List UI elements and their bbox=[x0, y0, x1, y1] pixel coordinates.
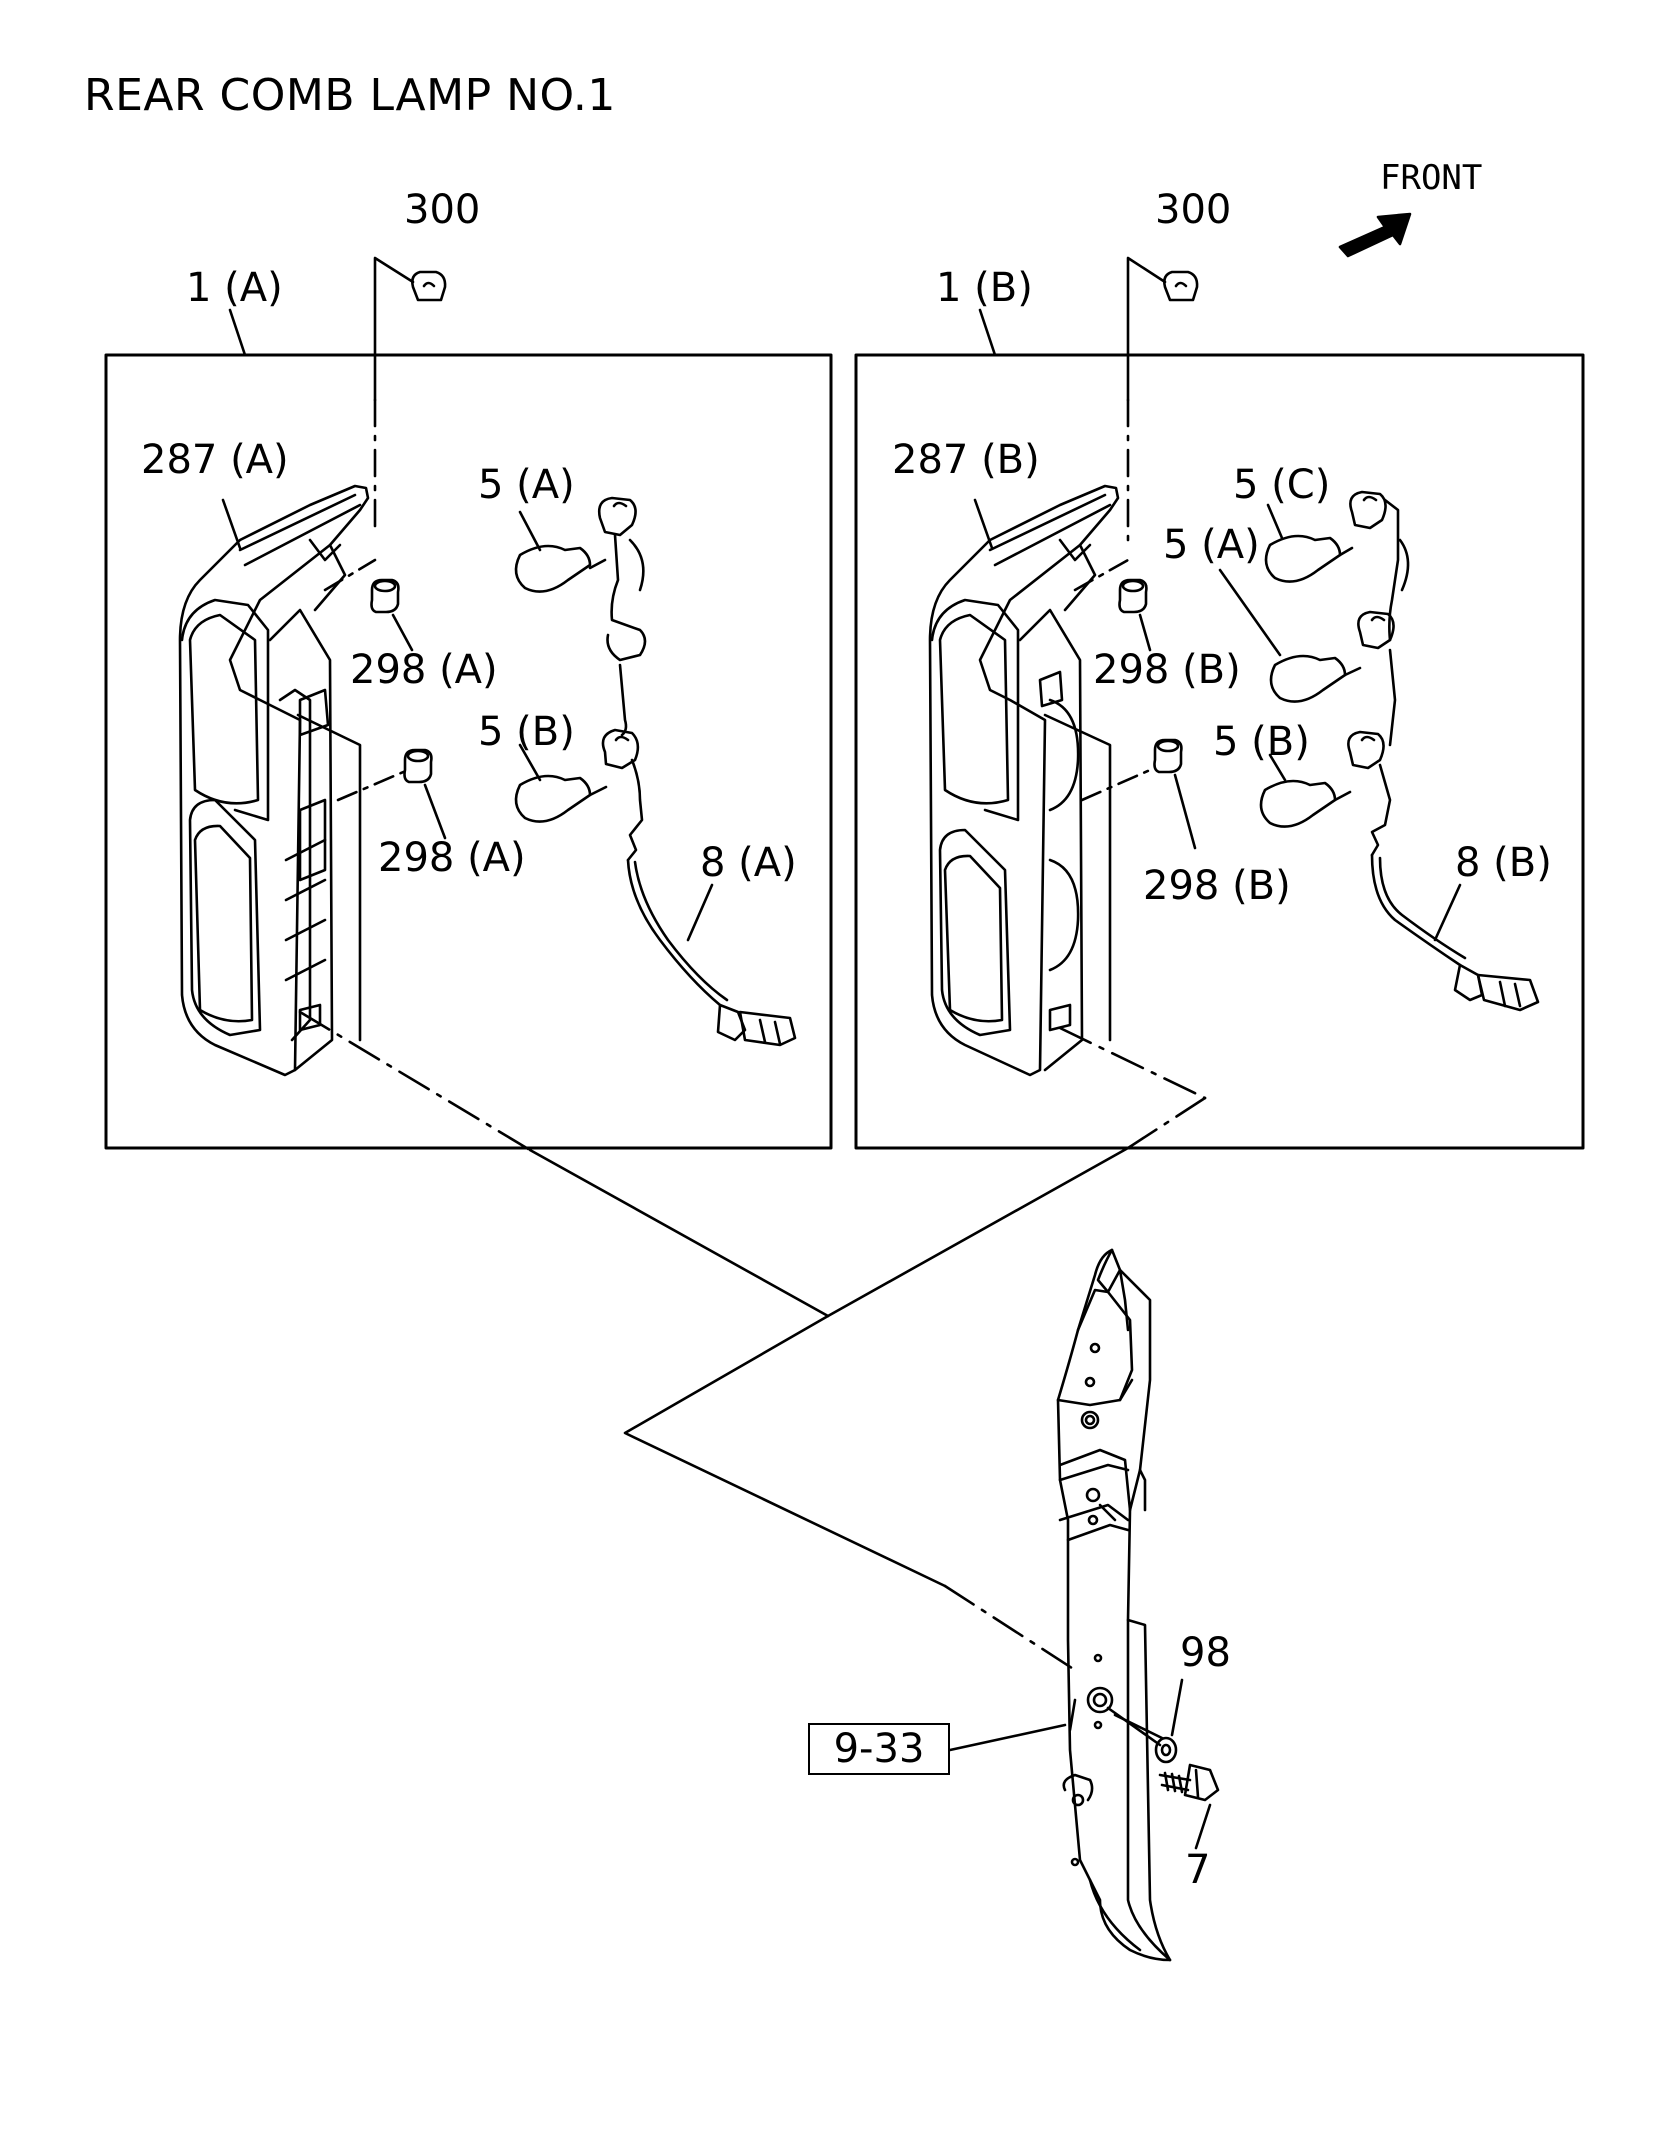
harness-8a bbox=[590, 498, 795, 1045]
callout-5c-right: 5 (C) bbox=[1233, 462, 1331, 508]
callout-7: 7 bbox=[1185, 1847, 1211, 1893]
callout-298a-bottom: 298 (A) bbox=[378, 835, 526, 881]
page-title: REAR COMB LAMP NO.1 bbox=[84, 70, 616, 121]
nut-300-b bbox=[1164, 272, 1197, 300]
callout-298b-bottom: 298 (B) bbox=[1143, 863, 1291, 909]
callout-8b: 8 (B) bbox=[1455, 840, 1552, 886]
callout-5b-right: 5 (B) bbox=[1213, 719, 1310, 765]
callout-1b: 1 (B) bbox=[936, 265, 1033, 311]
callout-298b-top: 298 (B) bbox=[1093, 647, 1241, 693]
lamp-housing-287b bbox=[930, 486, 1118, 1075]
callout-98: 98 bbox=[1180, 1630, 1231, 1676]
bulb-5b-left bbox=[516, 776, 590, 822]
nut-300-a bbox=[412, 272, 445, 300]
callout-5a-left: 5 (A) bbox=[478, 462, 575, 508]
callout-300-b: 300 bbox=[1155, 187, 1232, 233]
lamp-housing-287a bbox=[180, 486, 368, 1075]
front-label: FRONT bbox=[1380, 158, 1483, 198]
callout-300-a: 300 bbox=[404, 187, 481, 233]
callout-8a: 8 (A) bbox=[700, 840, 797, 886]
arrow-front-icon bbox=[1340, 214, 1410, 256]
callout-1a: 1 (A) bbox=[186, 265, 283, 311]
grommet-298a-bottom bbox=[405, 750, 432, 782]
body-pillar bbox=[1058, 1250, 1170, 1960]
reference-box-9-33[interactable]: 9-33 bbox=[808, 1723, 950, 1775]
bulb-5a-left bbox=[516, 546, 590, 592]
grommet-298b-top bbox=[1120, 580, 1147, 612]
grommet-298a-top bbox=[372, 580, 399, 612]
harness-8b bbox=[1335, 492, 1538, 1010]
assembly-box-b bbox=[856, 355, 1583, 1148]
callout-5a-right: 5 (A) bbox=[1163, 522, 1260, 568]
bulb-5a-right bbox=[1271, 656, 1345, 702]
callout-287b: 287 (B) bbox=[892, 437, 1040, 483]
bulb-5b-right bbox=[1261, 781, 1335, 827]
callout-287a: 287 (A) bbox=[141, 437, 289, 483]
assembly-box-a bbox=[106, 355, 831, 1148]
callout-5b-left: 5 (B) bbox=[478, 709, 575, 755]
bolt-7 bbox=[1160, 1765, 1218, 1800]
callout-298a-top: 298 (A) bbox=[350, 647, 498, 693]
bulb-5c-right bbox=[1266, 536, 1340, 582]
grommet-298b-bottom bbox=[1155, 740, 1182, 772]
washer-98 bbox=[1156, 1738, 1176, 1762]
